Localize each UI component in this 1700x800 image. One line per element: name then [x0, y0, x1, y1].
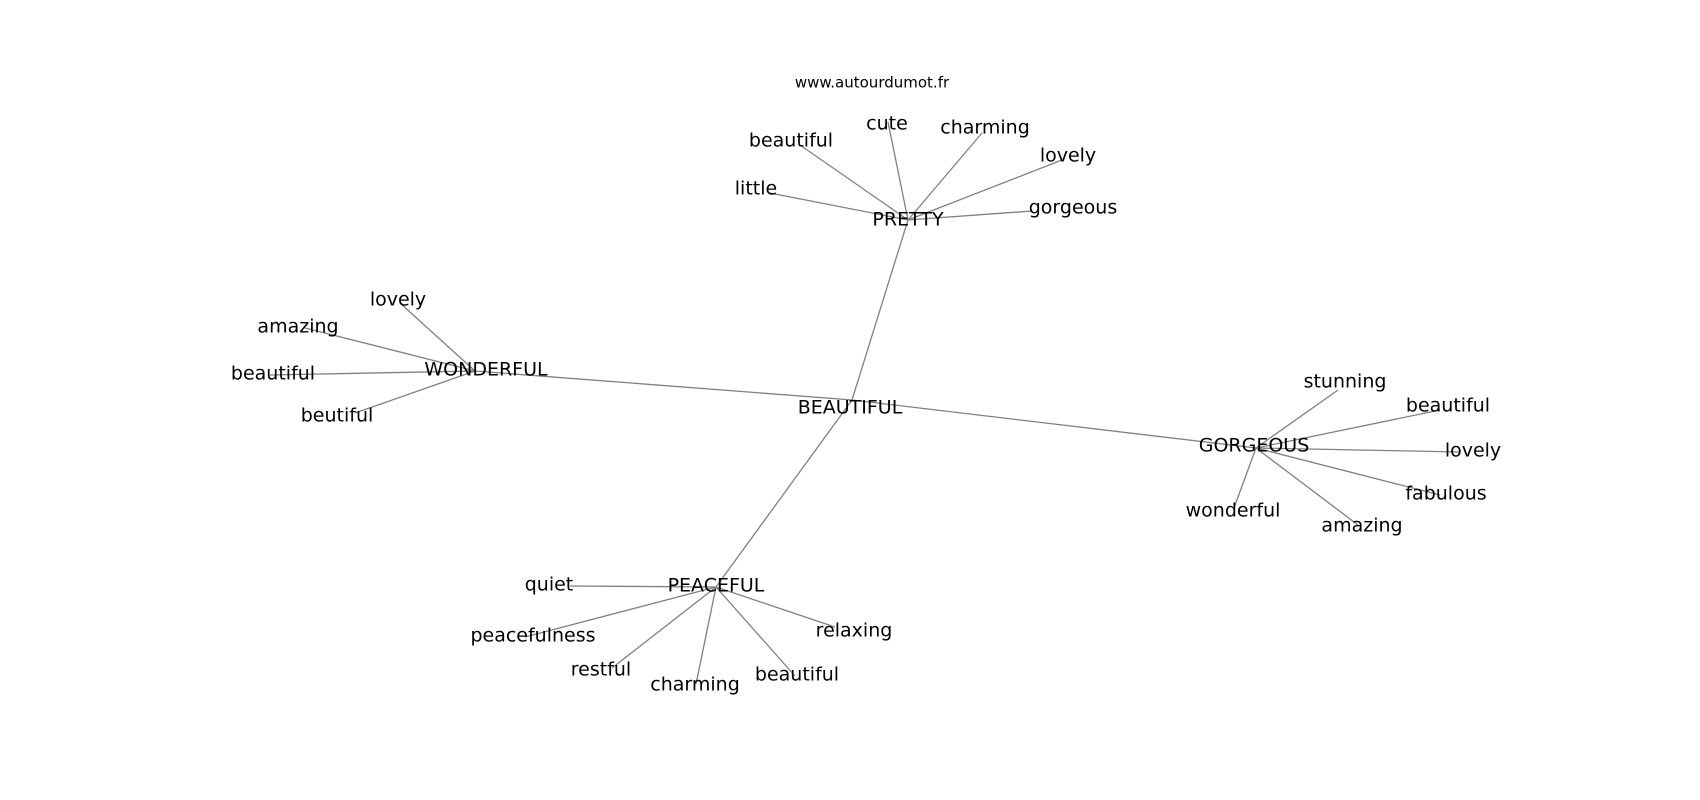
leaf-edge-pretty-0: [769, 192, 909, 221]
leaf-node-gorgeous-0: stunning: [1304, 371, 1387, 393]
leaf-node-pretty-4: lovely: [1040, 145, 1096, 167]
leaf-node-pretty-0: little: [735, 178, 777, 200]
root-edge-peaceful: [715, 399, 853, 588]
leaf-node-peaceful-5: relaxing: [816, 620, 893, 642]
leaf-edge-peaceful-1: [524, 586, 717, 638]
leaf-node-gorgeous-2: lovely: [1445, 440, 1501, 462]
hub-node-pretty: PRETTY: [872, 209, 944, 231]
leaf-node-pretty-5: gorgeous: [1029, 197, 1117, 219]
leaf-edge-wonderful-1: [304, 327, 476, 372]
leaf-node-pretty-3: charming: [940, 117, 1030, 139]
leaf-edge-pretty-4: [907, 159, 1063, 221]
leaf-node-gorgeous-1: beautiful: [1406, 395, 1490, 417]
leaf-edge-gorgeous-3: [1255, 447, 1441, 496]
leaf-node-wonderful-2: beautiful: [231, 363, 315, 385]
leaf-edge-gorgeous-5: [1233, 447, 1257, 509]
leaf-node-peaceful-4: beautiful: [755, 664, 839, 686]
leaf-edge-peaceful-3: [695, 586, 717, 685]
leaf-node-wonderful-0: lovely: [370, 289, 426, 311]
leaf-node-wonderful-3: beutiful: [301, 405, 374, 427]
leaf-edge-pretty-5: [907, 210, 1033, 221]
leaf-node-peaceful-3: charming: [650, 674, 740, 696]
graph-labels: www.autourdumot.fr BEAUTIFUL PRETTY littl…: [231, 74, 1501, 696]
leaf-edge-wonderful-0: [399, 302, 476, 372]
leaf-edge-pretty-1: [799, 144, 909, 221]
leaf-node-gorgeous-3: fabulous: [1405, 483, 1486, 505]
leaf-edge-peaceful-4: [715, 586, 796, 677]
leaf-edge-gorgeous-1: [1255, 409, 1441, 449]
leaf-edge-peaceful-2: [611, 586, 717, 669]
root-edge-wonderful: [474, 370, 853, 401]
root-edge-gorgeous: [851, 399, 1257, 449]
root-edge-pretty: [851, 219, 909, 401]
leaf-node-peaceful-0: quiet: [525, 574, 574, 596]
leaf-node-wonderful-1: amazing: [257, 316, 338, 338]
leaf-node-peaceful-1: peacefulness: [470, 625, 595, 647]
leaf-edge-wonderful-2: [269, 370, 476, 376]
leaf-edge-gorgeous-2: [1255, 447, 1461, 453]
leaf-edge-pretty-3: [907, 132, 983, 221]
root-node: BEAUTIFUL: [798, 397, 903, 419]
leaf-node-gorgeous-4: amazing: [1321, 515, 1402, 537]
hub-node-wonderful: WONDERFUL: [424, 359, 548, 381]
leaf-node-gorgeous-5: wonderful: [1186, 500, 1281, 522]
leaf-edge-peaceful-0: [569, 585, 717, 588]
source-credit: www.autourdumot.fr: [795, 74, 950, 92]
leaf-edge-gorgeous-0: [1255, 389, 1339, 449]
leaf-edge-pretty-2: [887, 121, 909, 221]
leaf-node-pretty-1: beautiful: [749, 130, 833, 152]
graph-edges: [269, 121, 1461, 685]
hub-node-gorgeous: GORGEOUS: [1199, 435, 1310, 457]
leaf-node-pretty-2: cute: [866, 113, 908, 135]
leaf-edge-peaceful-5: [715, 586, 836, 628]
leaf-edge-gorgeous-4: [1255, 447, 1359, 526]
hub-node-peaceful: PEACEFUL: [668, 575, 765, 597]
leaf-node-peaceful-2: restful: [571, 659, 631, 681]
leaf-edge-wonderful-3: [354, 370, 476, 414]
